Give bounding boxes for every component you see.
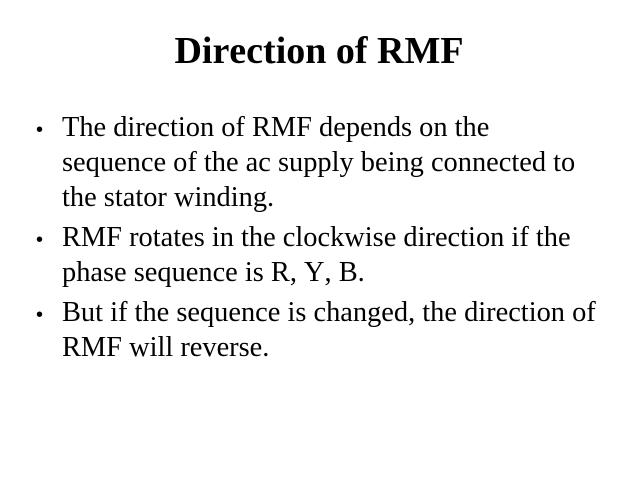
bullet-list: • The direction of RMF depends on the se… <box>0 110 638 365</box>
bullet-item: • RMF rotates in the clockwise direction… <box>36 220 638 290</box>
bullet-icon: • <box>36 303 44 326</box>
bullet-text: But if the sequence is changed, the dire… <box>62 296 596 363</box>
bullet-item: • The direction of RMF depends on the se… <box>36 110 638 215</box>
slide-title: Direction of RMF <box>174 30 464 72</box>
bullet-text: RMF rotates in the clockwise direction i… <box>62 221 571 288</box>
bullet-icon: • <box>36 118 44 141</box>
bullet-icon: • <box>36 228 44 251</box>
bullet-item: • But if the sequence is changed, the di… <box>36 295 638 365</box>
bullet-text: The direction of RMF depends on the sequ… <box>62 111 576 213</box>
